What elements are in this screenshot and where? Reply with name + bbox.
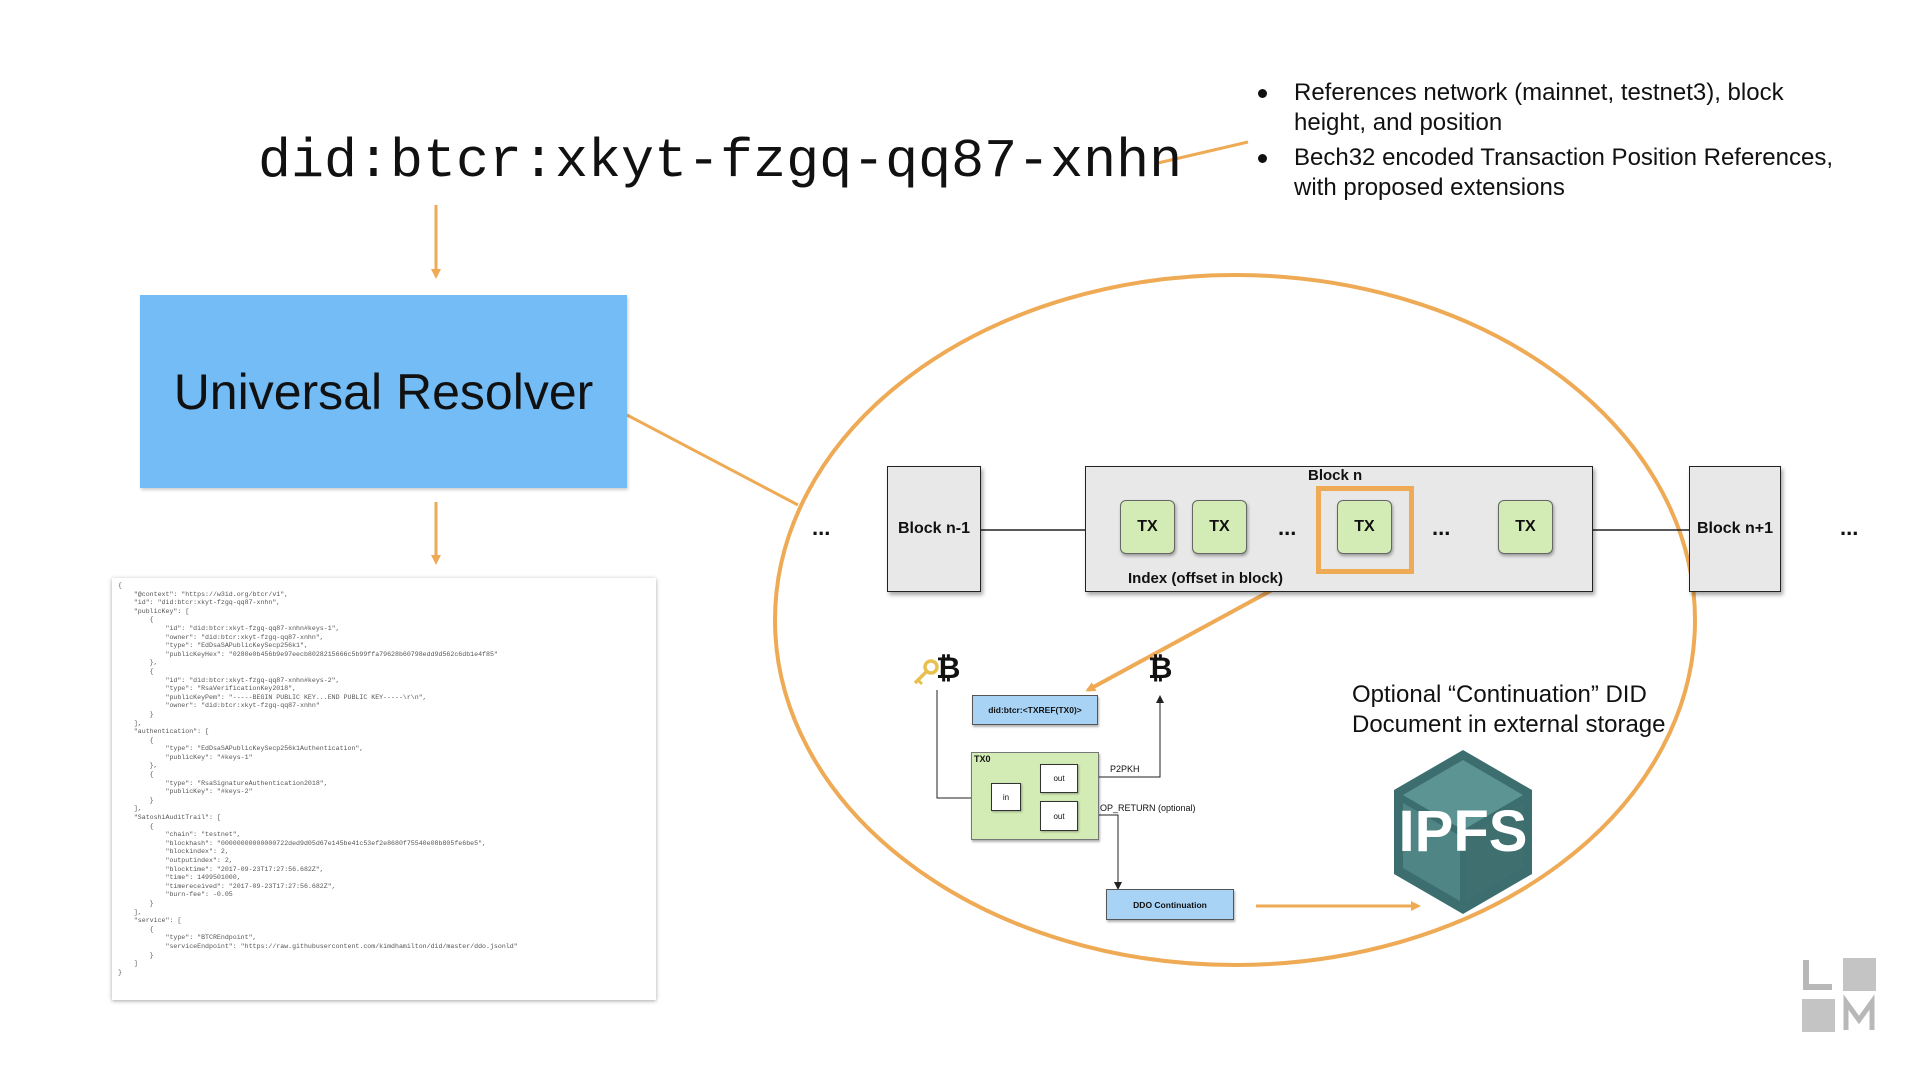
lm-logo [1802,958,1876,1032]
bitcoin-icon: ₿ [1148,652,1173,685]
chain-ellipsis-right: ... [1840,515,1859,540]
index-label: Index (offset in block) [1128,570,1284,587]
did-note: References network (mainnet, testnet3), … [1258,78,1858,138]
block-next-label: Block n+1 [1696,520,1774,537]
output-box: out [1040,801,1078,831]
op-return-label: OP_RETURN (optional) [1100,803,1196,813]
tx-box: TX [1498,500,1553,554]
ipfs-label: IPFS [1399,799,1528,864]
p2pkh-label: P2PKH [1110,764,1140,774]
ipfs-logo: IPFS [1394,750,1532,914]
continuation-note: Optional “Continuation” DID Document in … [1352,681,1666,738]
tx-ellipsis: ... [1432,515,1451,540]
ddo-continuation-label: DDO Continuation [1133,899,1207,910]
tx-to-txref-arrow [1085,588,1273,692]
chain-ellipsis-left: ... [812,515,831,540]
tx-ellipsis: ... [1278,515,1297,540]
block-prev: Block n-1 [887,466,981,592]
tx-label: TX [1354,518,1375,535]
did-to-bullets-line [1157,140,1249,165]
did-identifier: did:btcr:xkyt-fzgq-qq87-xnhn [258,130,1183,193]
did-notes-list: References network (mainnet, testnet3), … [1258,78,1858,208]
zoom-ellipse [773,273,1697,967]
block-prev-label: Block n-1 [897,520,970,537]
block-next: Block n+1 [1689,466,1781,592]
input-box: in [991,783,1021,811]
ddo-continuation-box: DDO Continuation [1106,889,1234,920]
universal-resolver-box: Universal Resolver [140,295,627,488]
output-label: out [1053,811,1065,821]
universal-resolver-label: Universal Resolver [173,363,594,420]
tx-label: TX [1209,518,1230,535]
resolver-to-ellipse-line [626,413,799,507]
p2pkh-line [1077,695,1164,778]
tx-label: TX [1137,518,1158,535]
tx0-label: TX0 [974,754,991,764]
block-current-label: Block n [1308,467,1363,484]
bitcoin-icon: ₿ [936,652,961,685]
txref-label: did:btcr:<TXREF(TX0)> [988,705,1082,715]
did-note: Bech32 encoded Transaction Position Refe… [1258,143,1858,203]
tx-label: TX [1515,518,1536,535]
output-box: out [1040,764,1078,793]
tx-highlight [1316,486,1414,574]
output-label: out [1053,774,1065,783]
txref-box: did:btcr:<TXREF(TX0)> [972,695,1098,725]
tx-box: TX [1120,500,1175,554]
tx-box: TX [1192,500,1247,554]
tx-box-selected: TX [1337,500,1392,554]
key-icon [913,659,939,686]
input-label: in [1002,792,1010,802]
did-document: { "@context": "https://w3id.org/btcr/v1"… [112,578,656,1000]
